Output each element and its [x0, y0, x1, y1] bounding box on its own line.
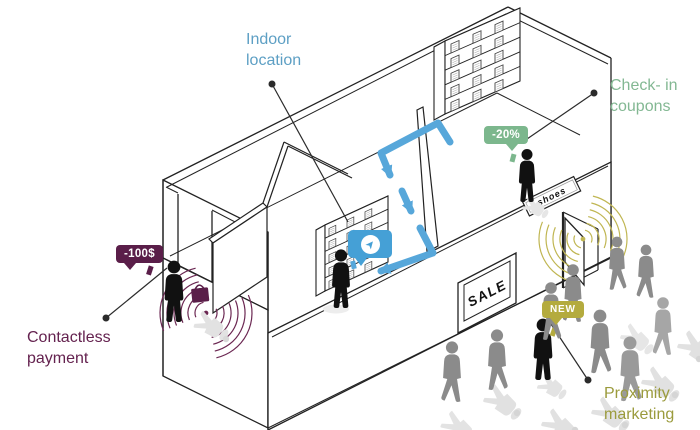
label-check-in-coupons: Check- in coupons — [610, 77, 678, 116]
interior-partitions — [208, 106, 439, 315]
phone-purple — [146, 265, 154, 276]
middle-partition-wall — [416, 106, 439, 253]
shopping-bag — [191, 284, 210, 303]
badge-checkin-discount: -20% — [484, 126, 529, 151]
label-indoor-location: Indoor location — [246, 31, 302, 70]
person-contactless-payment — [146, 260, 210, 322]
sale-window: SALE — [457, 251, 517, 335]
badge-proximity-new: NEW — [542, 301, 584, 325]
phone-green — [509, 153, 517, 163]
indoor-location-bubble: ➤ — [348, 230, 392, 266]
label-contactless-payment: Contactless payment — [27, 329, 111, 368]
leader-lines — [102, 80, 598, 384]
label-proximity-marketing: Proximity marketing — [604, 385, 675, 424]
ground-shadows — [192, 195, 700, 430]
people — [146, 148, 672, 403]
shelf-back-wall — [433, 7, 521, 121]
left-room-wall — [212, 205, 268, 315]
badge-contactless-amount: -100$ — [116, 245, 163, 270]
navigation-icon: ➤ — [360, 234, 380, 254]
door-leaf — [564, 216, 585, 287]
person-checkin-coupon — [509, 148, 536, 202]
indoor-path-arrows — [377, 119, 454, 275]
